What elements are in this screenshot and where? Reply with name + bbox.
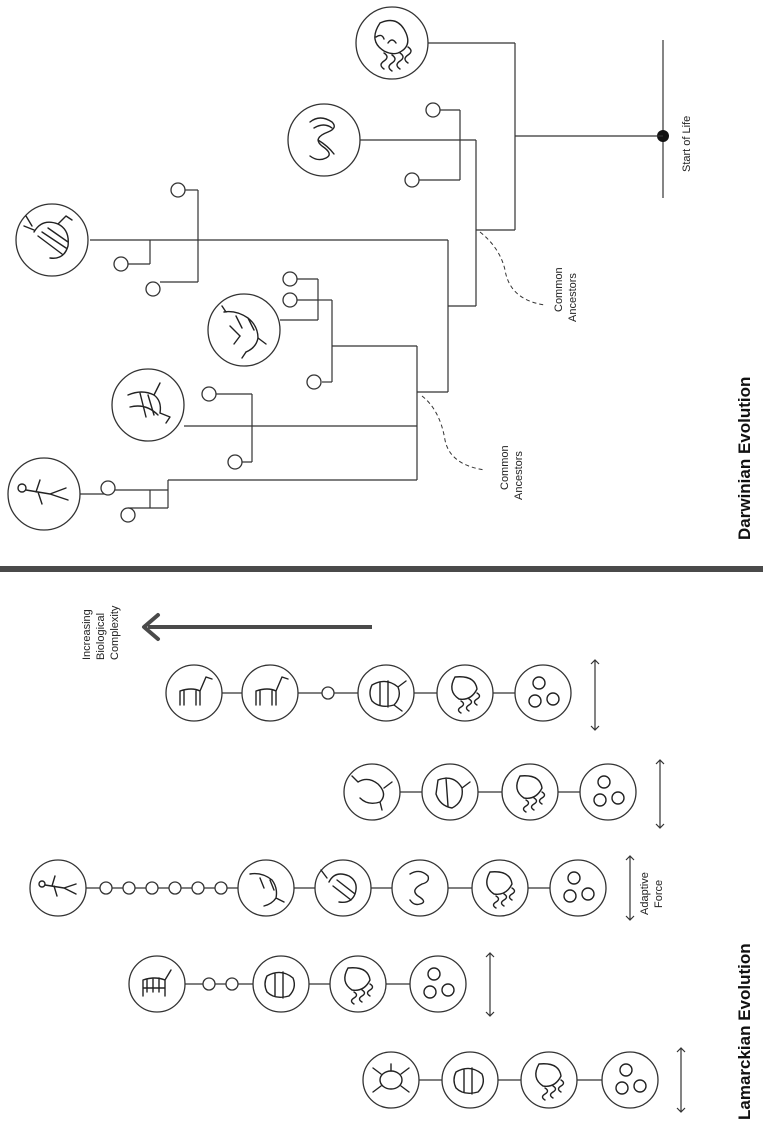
jellyfish-icon xyxy=(355,6,429,80)
tree-node xyxy=(113,256,129,272)
shrimp-icon xyxy=(314,859,372,917)
tree-node xyxy=(120,507,136,523)
jellyfish-icon xyxy=(471,859,529,917)
turtle-icon xyxy=(362,1051,420,1109)
jellyfish-icon xyxy=(520,1051,578,1109)
small-node xyxy=(99,881,113,895)
tree-node xyxy=(404,172,420,188)
adaptive-label-1: Adaptive xyxy=(639,872,651,915)
microbes-icon xyxy=(514,664,572,722)
adaptive-arrow xyxy=(485,952,495,1017)
lamarck-section: Increasing Biological Complexity xyxy=(29,605,754,1120)
adaptive-label-2: Force xyxy=(653,880,665,908)
fish-icon xyxy=(421,763,479,821)
lizard-icon xyxy=(207,293,281,367)
fish-icon xyxy=(252,955,310,1013)
small-node xyxy=(122,881,136,895)
tree-node xyxy=(100,480,116,496)
common-ancestors-label-2a: Common xyxy=(499,445,511,490)
adaptive-arrow xyxy=(625,855,635,921)
small-node xyxy=(168,881,182,895)
tree-node xyxy=(306,374,322,390)
common-ancestors-label-2b: Ancestors xyxy=(513,451,525,500)
adaptive-arrow xyxy=(590,659,600,731)
small-node xyxy=(321,686,335,700)
tree-node xyxy=(282,292,298,308)
darwin-tree: Start of Life Common Ancestors Common An… xyxy=(7,6,754,540)
start-of-life-label: Start of Life xyxy=(681,116,693,172)
giraffe-icon xyxy=(241,664,299,722)
small-node xyxy=(191,881,205,895)
common-ancestor-leader xyxy=(421,395,486,471)
common-ancestors-label-1a: Common xyxy=(553,267,565,312)
tree-node xyxy=(425,102,441,118)
complexity-arrow-head xyxy=(142,613,160,641)
zebra-icon xyxy=(128,955,186,1013)
jellyfish-icon xyxy=(501,763,559,821)
section-divider xyxy=(0,566,763,572)
darwin-title: Darwinian Evolution xyxy=(735,377,754,540)
lizard-icon xyxy=(237,859,295,917)
tree-node xyxy=(227,454,243,470)
bird-icon xyxy=(111,368,185,442)
human-icon xyxy=(29,859,87,917)
jellyfish-icon xyxy=(436,664,494,722)
tree-node xyxy=(170,182,186,198)
microbes-icon xyxy=(409,955,467,1013)
tree-node xyxy=(145,281,161,297)
adaptive-arrow xyxy=(655,759,665,829)
common-ancestors-label-1b: Ancestors xyxy=(567,273,579,322)
complexity-label-1: Increasing xyxy=(81,609,93,660)
lamarck-title: Lamarckian Evolution xyxy=(735,943,754,1120)
small-node xyxy=(202,977,216,991)
worm-icon xyxy=(391,859,449,917)
common-ancestor-leader xyxy=(479,231,546,306)
small-node xyxy=(225,977,239,991)
human-icon xyxy=(7,457,81,531)
fish-icon xyxy=(357,664,415,722)
microbes-icon xyxy=(601,1051,659,1109)
worm-icon xyxy=(287,103,361,177)
giraffe-icon xyxy=(165,664,223,722)
complexity-label-2: Biological xyxy=(95,613,107,660)
small-node xyxy=(214,881,228,895)
chicken-icon xyxy=(343,763,401,821)
complexity-label-3: Complexity xyxy=(109,605,121,660)
adaptive-arrow xyxy=(676,1047,686,1113)
fish-icon xyxy=(441,1051,499,1109)
tree-node xyxy=(201,386,217,402)
microbes-icon xyxy=(549,859,607,917)
small-node xyxy=(145,881,159,895)
tree-node xyxy=(282,271,298,287)
shrimp-icon xyxy=(15,203,89,277)
jellyfish-icon xyxy=(329,955,387,1013)
microbes-icon xyxy=(579,763,637,821)
